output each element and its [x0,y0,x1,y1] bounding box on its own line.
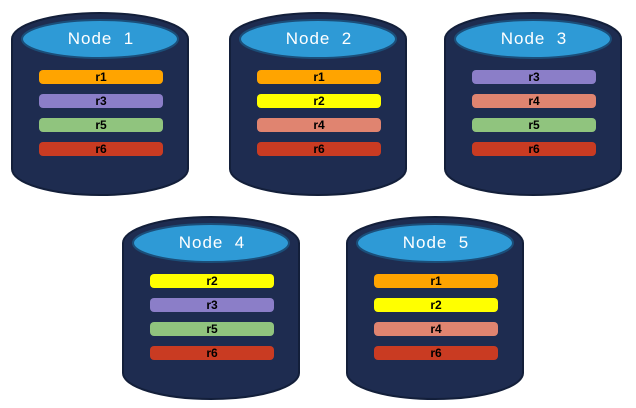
node-title: Node 5 [402,233,470,252]
replica-label: r6 [206,346,218,360]
replica-label: r1 [430,274,442,288]
node-title: Node 2 [285,29,353,48]
replica-bar: r1 [374,274,498,288]
replica-label: r2 [430,298,442,312]
replica-label: r6 [430,346,442,360]
replica-bar: r6 [39,142,163,156]
node-title: Node 1 [67,29,135,48]
replica-bar: r6 [472,142,596,156]
replica-bar: r5 [39,118,163,132]
replica-bar: r2 [374,298,498,312]
replica-bar: r2 [150,274,274,288]
replica-label: r4 [313,118,325,132]
replica-label: r4 [430,322,442,336]
replica-list: r1 r2 r4 r6 [257,70,381,156]
database-node: Node 5 r1 r2 r4 r6 [346,214,524,400]
cylinder-top-ellipse [454,19,612,59]
replica-bar: r1 [39,70,163,84]
database-node: Node 2 r1 r2 r4 r6 [229,10,407,196]
replica-label: r6 [95,142,107,156]
replica-bar: r4 [472,94,596,108]
replica-bar: r3 [472,70,596,84]
replica-label: r5 [206,322,218,336]
replica-label: r3 [528,70,540,84]
node-title: Node 4 [178,233,246,252]
replica-label: r5 [528,118,540,132]
database-node: Node 4 r2 r3 r5 r6 [122,214,300,400]
replica-label: r2 [313,94,325,108]
replica-bar: r4 [257,118,381,132]
replica-list: r1 r3 r5 r6 [39,70,163,156]
replica-label: r1 [313,70,325,84]
replica-bar: r5 [472,118,596,132]
replica-label: r5 [95,118,107,132]
cylinder-top-ellipse [21,19,179,59]
replica-list: r1 r2 r4 r6 [374,274,498,360]
replica-label: r6 [528,142,540,156]
cylinder-top-ellipse [356,223,514,263]
replica-bar: r2 [257,94,381,108]
replica-bar: r3 [150,298,274,312]
replica-bar: r1 [257,70,381,84]
database-node: Node 1 r1 r3 r5 r6 [11,10,189,196]
replica-label: r3 [206,298,218,312]
replica-bar: r4 [374,322,498,336]
replica-bar: r6 [150,346,274,360]
replica-bar: r5 [150,322,274,336]
node-title: Node 3 [500,29,568,48]
replica-bar: r3 [39,94,163,108]
replica-label: r2 [206,274,218,288]
database-node: Node 3 r3 r4 r5 r6 [444,10,622,196]
replica-label: r1 [95,70,107,84]
replica-label: r4 [528,94,540,108]
cylinder-top-ellipse [239,19,397,59]
replica-list: r3 r4 r5 r6 [472,70,596,156]
cylinder-top-ellipse [132,223,290,263]
replica-list: r2 r3 r5 r6 [150,274,274,360]
replica-bar: r6 [257,142,381,156]
replica-bar: r6 [374,346,498,360]
replica-label: r3 [95,94,107,108]
replica-label: r6 [313,142,325,156]
